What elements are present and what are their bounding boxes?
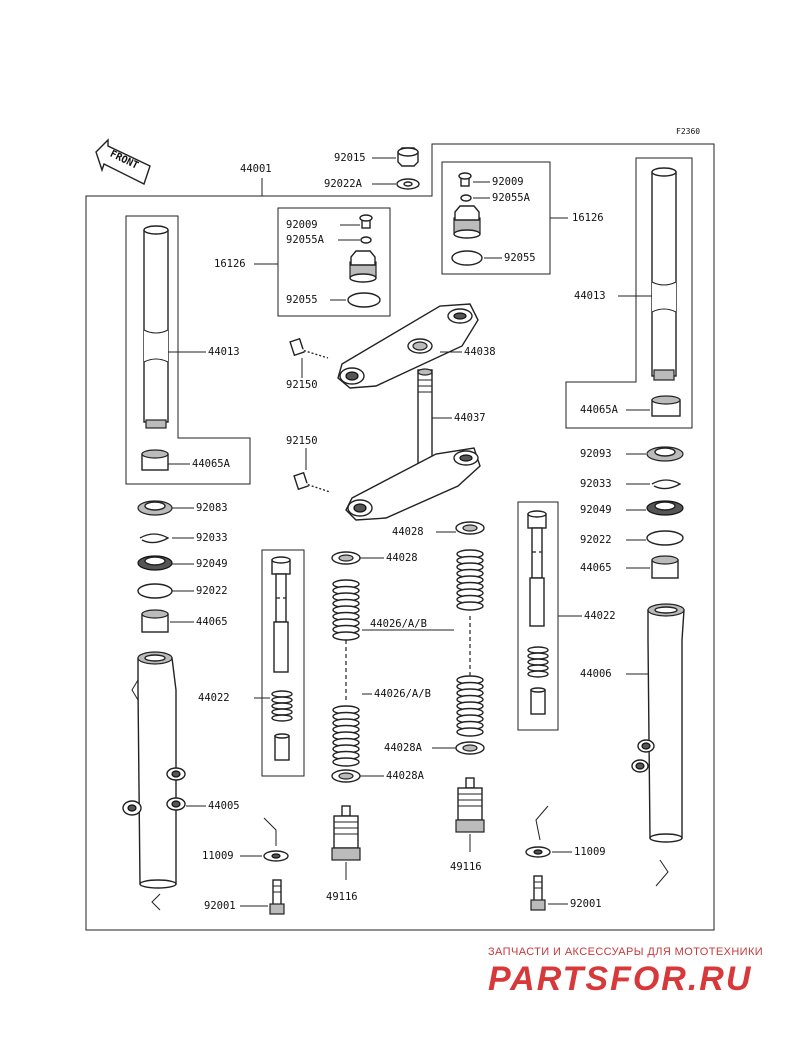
bushing-44065A-right <box>651 395 681 417</box>
label-92033-left: 92033 <box>196 532 228 544</box>
rebound-spring-right <box>527 646 549 678</box>
fork-spring-right-lower <box>456 675 484 737</box>
oring-92055A-center <box>360 236 372 244</box>
damper-rod-left <box>271 556 291 673</box>
label-92083: 92083 <box>196 502 228 514</box>
label-92055A-right: 92055A <box>492 192 531 204</box>
damper-piece-right <box>530 689 546 715</box>
label-44065A-left: 44065A <box>192 458 231 470</box>
label-49116-right: 49116 <box>450 861 482 873</box>
screw-92009-center <box>359 214 373 222</box>
damper-piece-left <box>274 735 290 761</box>
label-44037: 44037 <box>454 412 486 424</box>
label-44006: 44006 <box>580 668 612 680</box>
label-44005: 44005 <box>208 800 240 812</box>
bushing-44065-left <box>141 609 169 633</box>
label-44013-left: 44013 <box>208 346 240 358</box>
screw-92009-right <box>458 172 472 180</box>
label-44022-left: 44022 <box>198 692 230 704</box>
label-92150-lower: 92150 <box>286 435 318 447</box>
inner-tube-box-left <box>125 215 251 485</box>
label-44065A-right: 44065A <box>580 404 619 416</box>
figure-code: F2360 <box>676 127 700 136</box>
label-92150-upper: 92150 <box>286 379 318 391</box>
inner-tube-right <box>651 167 677 381</box>
bolt-92001-right <box>530 875 546 911</box>
inner-tube-box-right <box>565 157 693 429</box>
label-44013-right: 44013 <box>574 290 606 302</box>
label-92055-right: 92055 <box>504 252 536 264</box>
spring-coil <box>332 631 360 641</box>
label-44065-left: 44065 <box>196 616 228 628</box>
label-44028A-left: 44028A <box>386 770 425 782</box>
circlip-92033-right <box>651 479 682 490</box>
fork-spring-left-lower <box>332 705 360 767</box>
label-92049-left: 92049 <box>196 558 228 570</box>
label-44026-upper: 44026/A/B <box>370 618 427 630</box>
washer-92022-right <box>646 530 684 546</box>
bolt-92150-lower <box>293 471 331 493</box>
steering-stem <box>345 368 481 521</box>
label-92001-left: 92001 <box>204 900 236 912</box>
outer-tube-right <box>631 603 685 843</box>
circlip-92033-left <box>139 533 170 544</box>
cartridge-49116-left <box>331 805 361 861</box>
upper-bracket <box>337 303 479 389</box>
label-11009-left: 11009 <box>202 850 234 862</box>
bushing-44065A-left <box>141 449 169 471</box>
label-44028-top-left: 44028 <box>386 552 418 564</box>
oring-92055-right <box>451 250 483 266</box>
label-92033-right: 92033 <box>580 478 612 490</box>
front-arrow-icon: FRONT <box>95 138 151 185</box>
label-92022A: 92022A <box>324 178 363 190</box>
fork-cap-right <box>453 205 481 239</box>
spring-coil <box>456 727 484 737</box>
label-44022-right: 44022 <box>584 610 616 622</box>
label-92093: 92093 <box>580 448 612 460</box>
label-92049-right: 92049 <box>580 504 612 516</box>
label-92001-right: 92001 <box>570 898 602 910</box>
label-11009-right: 11009 <box>574 846 606 858</box>
fork-spring-left <box>332 579 360 641</box>
label-44028-top-right: 44028 <box>392 526 424 538</box>
inner-tube-left <box>143 225 169 429</box>
label-44028A-right: 44028A <box>384 742 423 754</box>
bolt-92001-left <box>269 879 285 915</box>
washer-92022-left <box>137 583 173 599</box>
label-92009-right: 92009 <box>492 176 524 188</box>
label-49116-left: 49116 <box>326 891 358 903</box>
oring-92055-center <box>347 292 381 308</box>
fork-spring-right <box>456 549 484 611</box>
rebound-spring-left <box>271 690 293 722</box>
oring-92055A-right <box>460 194 472 202</box>
bolt-92150-upper <box>289 337 329 359</box>
cap-box-center <box>277 207 391 317</box>
label-92022-left: 92022 <box>196 585 228 597</box>
label-44026-lower: 44026/A/B <box>374 688 431 700</box>
label-92055A-center: 92055A <box>286 234 325 246</box>
label-92009-center: 92009 <box>286 219 318 231</box>
outer-tube-left <box>122 651 186 889</box>
label-44001: 44001 <box>240 163 272 175</box>
spring-coil <box>456 601 484 611</box>
damper-box-left <box>261 549 305 777</box>
watermark-tagline: ЗАПЧАСТИ И АКСЕССУАРЫ ДЛЯ МОТОТЕХНИКИ <box>488 946 764 958</box>
cartridge-49116-right <box>455 777 485 833</box>
fork-cap-center <box>349 250 377 283</box>
label-44038: 44038 <box>464 346 496 358</box>
label-16126-right: 16126 <box>572 212 604 224</box>
label-92015: 92015 <box>334 152 366 164</box>
bushing-44065-right <box>651 555 679 579</box>
damper-rod-right <box>527 510 547 627</box>
assembly-frame <box>85 143 715 931</box>
spring-coil <box>332 757 360 767</box>
label-92022-right: 92022 <box>580 534 612 546</box>
label-44065-right: 44065 <box>580 562 612 574</box>
watermark-logo: PARTSFOR.RU <box>488 960 753 998</box>
label-92055-center: 92055 <box>286 294 318 306</box>
label-16126-center: 16126 <box>214 258 246 270</box>
